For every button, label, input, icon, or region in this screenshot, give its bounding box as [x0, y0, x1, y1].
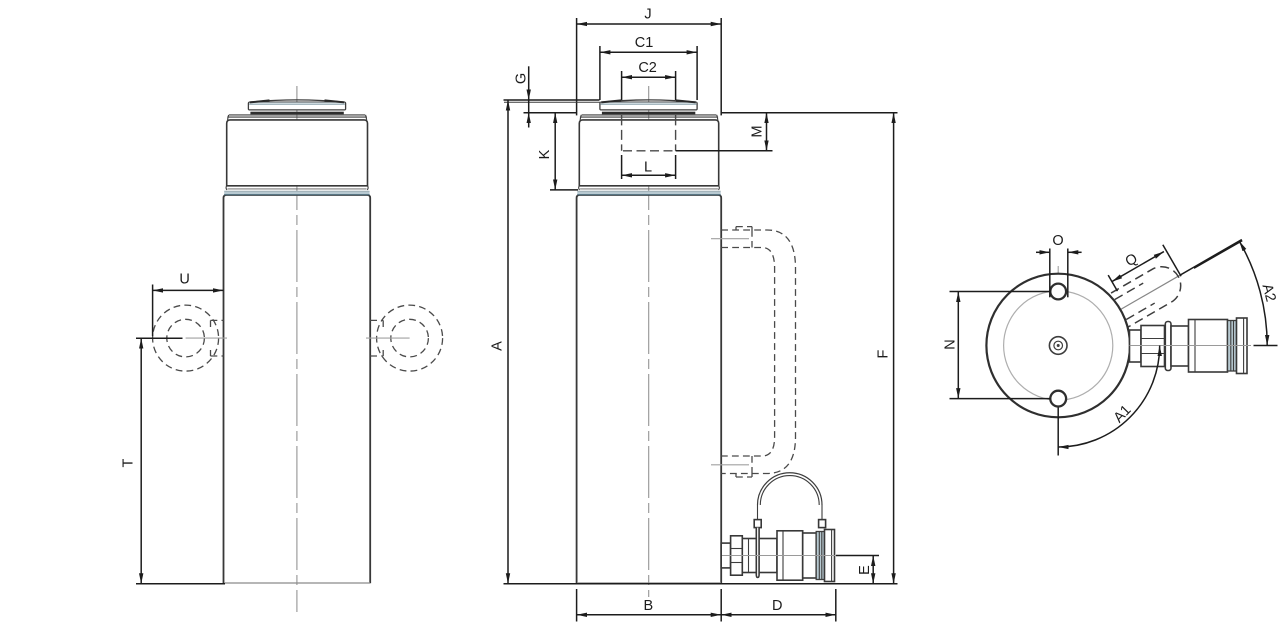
svg-text:A1: A1 [1111, 402, 1135, 426]
svg-text:J: J [644, 7, 651, 23]
svg-text:A2: A2 [1259, 282, 1279, 303]
svg-text:L: L [644, 160, 652, 176]
svg-text:C1: C1 [635, 35, 654, 51]
svg-text:G: G [514, 73, 530, 84]
svg-text:O: O [1052, 233, 1063, 249]
svg-text:M: M [750, 125, 766, 137]
svg-text:A: A [490, 341, 506, 351]
svg-text:E: E [857, 565, 873, 575]
svg-text:B: B [643, 598, 653, 614]
svg-text:U: U [179, 272, 189, 288]
svg-text:K: K [537, 149, 553, 159]
svg-text:N: N [943, 339, 959, 349]
svg-text:D: D [772, 598, 782, 614]
svg-text:F: F [876, 349, 892, 358]
svg-text:C2: C2 [638, 60, 657, 76]
svg-text:T: T [121, 458, 137, 467]
